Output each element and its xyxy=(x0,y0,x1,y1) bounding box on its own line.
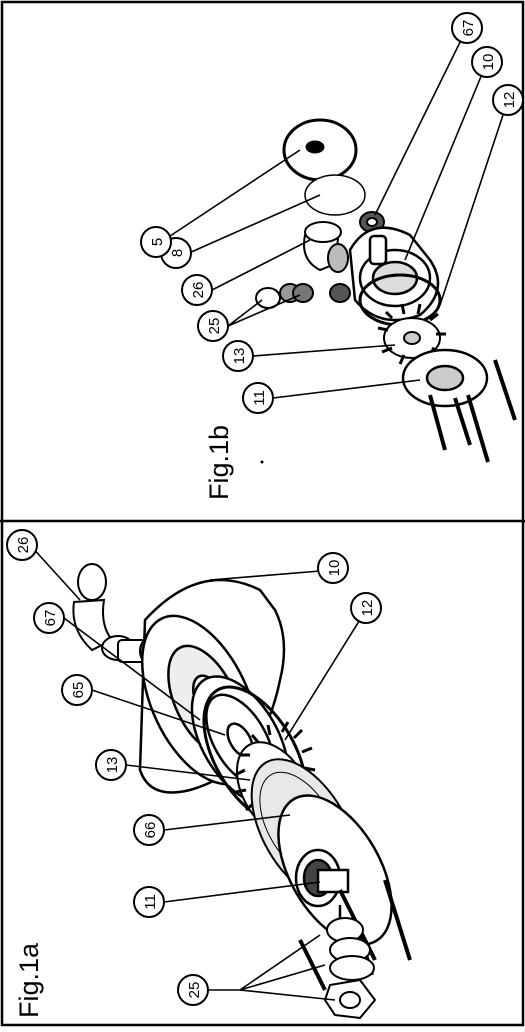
part-11b-cover xyxy=(401,348,489,408)
fig1b-callouts: 11 13 25 26 8 5 xyxy=(140,12,524,414)
callout-1a-67: 67 xyxy=(33,602,65,634)
svg-text:8: 8 xyxy=(169,249,186,257)
fig1a-callouts: 25 11 66 13 65 67 xyxy=(6,529,382,1006)
callout-1a-11: 11 xyxy=(133,886,165,918)
fig1b-leaders xyxy=(160,27,509,399)
callout-1b-12: 12 xyxy=(492,84,524,116)
svg-text:13: 13 xyxy=(104,757,121,774)
svg-text:25: 25 xyxy=(206,318,223,335)
svg-text:10: 10 xyxy=(480,54,497,71)
svg-text:66: 66 xyxy=(142,822,159,839)
svg-text:65: 65 xyxy=(70,682,87,699)
fig1b-bolts xyxy=(428,359,517,463)
svg-text:13: 13 xyxy=(231,348,248,365)
svg-text:26: 26 xyxy=(190,282,207,299)
part-11-cover xyxy=(277,794,393,946)
part-26b-elbow xyxy=(303,221,349,273)
callout-1a-12: 12 xyxy=(350,592,382,624)
svg-text:67: 67 xyxy=(460,20,477,37)
svg-text:5: 5 xyxy=(149,238,166,246)
callout-1b-26: 26 xyxy=(181,274,213,306)
callout-1b-5: 5 xyxy=(140,226,172,258)
callout-1b-10: 10 xyxy=(471,46,503,78)
fig1a-title: Fig.1a xyxy=(14,942,44,1018)
callout-1a-10: 10 xyxy=(317,552,349,584)
callout-1a-66: 66 xyxy=(133,814,165,846)
part-8-gasket xyxy=(304,174,366,216)
part-5-disk xyxy=(282,118,358,182)
part-13b-impeller xyxy=(377,303,446,365)
svg-text:12: 12 xyxy=(501,92,518,109)
svg-text:67: 67 xyxy=(42,610,59,627)
callout-1b-11: 11 xyxy=(242,382,274,414)
fig1b-group: Fig.1b xyxy=(140,12,524,500)
part-26-elbow xyxy=(72,563,157,664)
svg-text:11: 11 xyxy=(142,894,159,910)
svg-text:11: 11 xyxy=(251,390,268,406)
svg-text:26: 26 xyxy=(15,537,32,554)
callout-1a-65: 65 xyxy=(61,674,93,706)
callout-1a-25: 25 xyxy=(177,974,209,1006)
callout-1b-13: 13 xyxy=(222,340,254,372)
part-25-fitting xyxy=(323,917,377,1020)
svg-text:12: 12 xyxy=(359,600,376,617)
svg-text:25: 25 xyxy=(186,982,203,999)
callout-1a-26: 26 xyxy=(6,529,38,561)
part-25b-fittings xyxy=(255,283,351,309)
callout-1b-25: 25 xyxy=(197,310,229,342)
svg-text:10: 10 xyxy=(326,560,343,577)
callout-1b-67: 67 xyxy=(451,12,483,44)
fig1a-leaders xyxy=(29,544,367,1001)
fig1b-title: Fig.1b xyxy=(204,425,234,500)
callout-1a-13: 13 xyxy=(95,749,127,781)
fig1a-group: Fig.1a xyxy=(6,529,412,1020)
stray-dot xyxy=(260,460,264,464)
